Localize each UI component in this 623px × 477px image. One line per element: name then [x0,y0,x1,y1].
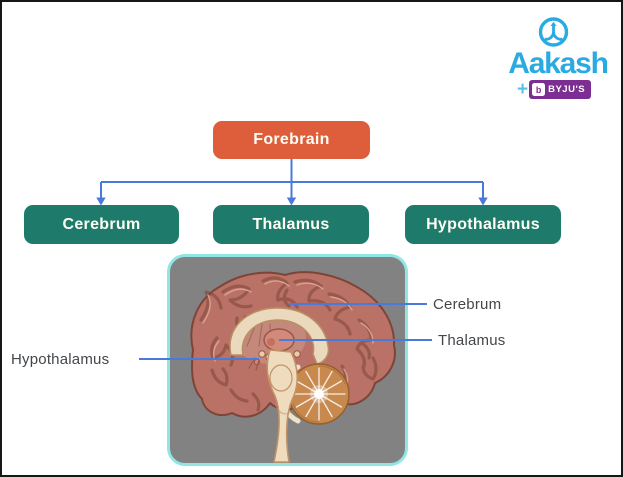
callout-hypothalamus: Hypothalamus [11,351,110,368]
brain-illustration [190,271,396,463]
plus-icon: + [517,78,529,100]
node-hypothalamus: Hypothalamus [405,205,561,244]
byjus-tile-icon: b [532,83,546,96]
brand-wordmark: Aakash [508,47,609,80]
icon-flame-tip [550,21,557,26]
node-forebrain: Forebrain [213,121,370,159]
node-thalamus: Thalamus [213,205,369,244]
corpus-callosum-shape [229,307,330,365]
byjus-badge-row: + b BYJU'S [517,78,592,100]
callout-thalamus: Thalamus [438,332,506,349]
aakash-circle-icon [538,17,569,47]
byjus-badge: b BYJU'S [529,80,592,99]
callout-cerebrum: Cerebrum [433,296,502,313]
brain-figure-panel [167,254,408,466]
byjus-label: BYJU'S [548,84,586,95]
node-cerebrum: Cerebrum [24,205,179,244]
